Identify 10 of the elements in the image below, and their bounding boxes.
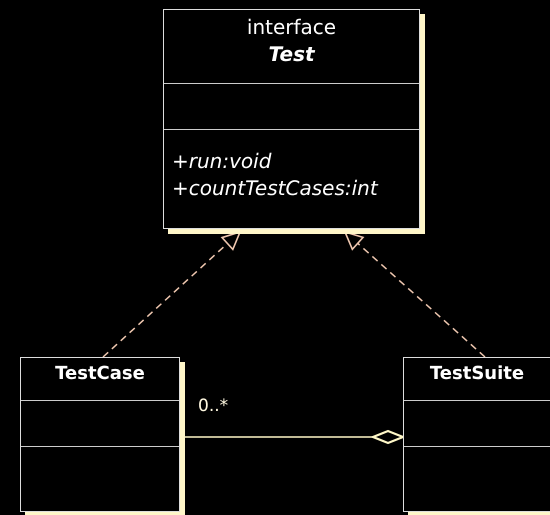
stereotype-label: interface [246,14,336,41]
method-text: +run:void [172,148,272,175]
realization-arrow [102,231,241,358]
class-name: Test [268,41,315,68]
realization-arrow [344,231,486,358]
method-text: +countTestCases:int [172,175,378,202]
class-name: TestSuite [430,362,524,386]
aggregation-line [185,430,404,444]
class-box [403,357,550,512]
class-name: TestCase [55,362,145,386]
